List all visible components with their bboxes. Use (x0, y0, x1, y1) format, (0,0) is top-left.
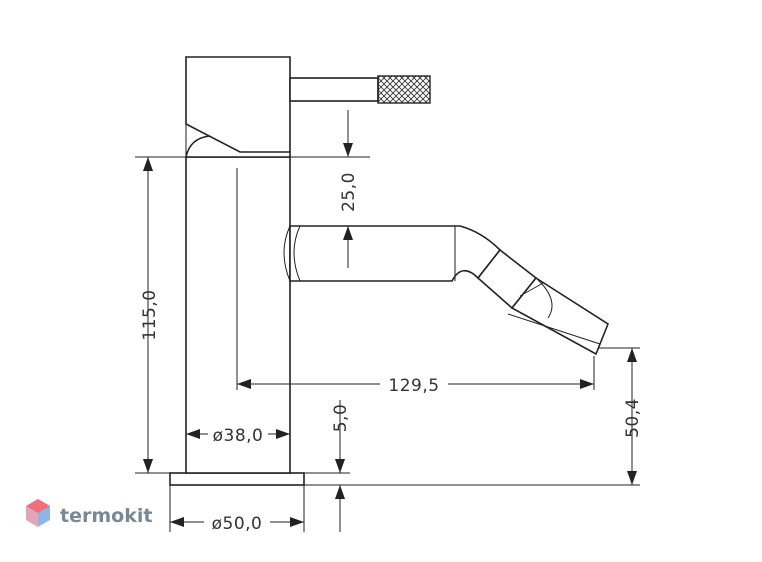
brand-logo-icon (26, 499, 50, 527)
handle-block (185, 56, 291, 153)
brand-logo-text: termokit (60, 505, 152, 527)
dim-label-spout-reach: 129,5 (388, 376, 439, 396)
base-plate (169, 472, 305, 486)
dimension-spout-reach: 129,5 (236, 168, 595, 396)
dimension-handle-offset: 25,0 (290, 110, 370, 268)
spout-arm (289, 225, 502, 282)
dim-label-base-thickness: 5,0 (331, 404, 351, 433)
main-column (185, 156, 291, 474)
faucet-outline (169, 56, 609, 486)
dimension-base-diameter: ø50,0 (169, 485, 305, 534)
dim-label-body-height: 115,0 (140, 289, 160, 340)
spout-nozzle-head (510, 276, 609, 356)
dim-label-handle-offset: 25,0 (339, 172, 359, 212)
lever-knurled-tip (377, 75, 431, 104)
dim-label-body-diameter: ø38,0 (213, 426, 264, 446)
dimension-body-height: 115,0 (135, 156, 186, 474)
dim-label-base-diameter: ø50,0 (212, 514, 263, 534)
dimension-spout-height: 50,4 (304, 347, 643, 486)
dimension-body-diameter: ø38,0 (186, 424, 290, 446)
brand-logo: termokit (26, 499, 152, 527)
dim-label-spout-height: 50,4 (623, 398, 643, 438)
lever-rod (289, 77, 379, 102)
dimension-base-thickness: 5,0 (304, 400, 351, 532)
